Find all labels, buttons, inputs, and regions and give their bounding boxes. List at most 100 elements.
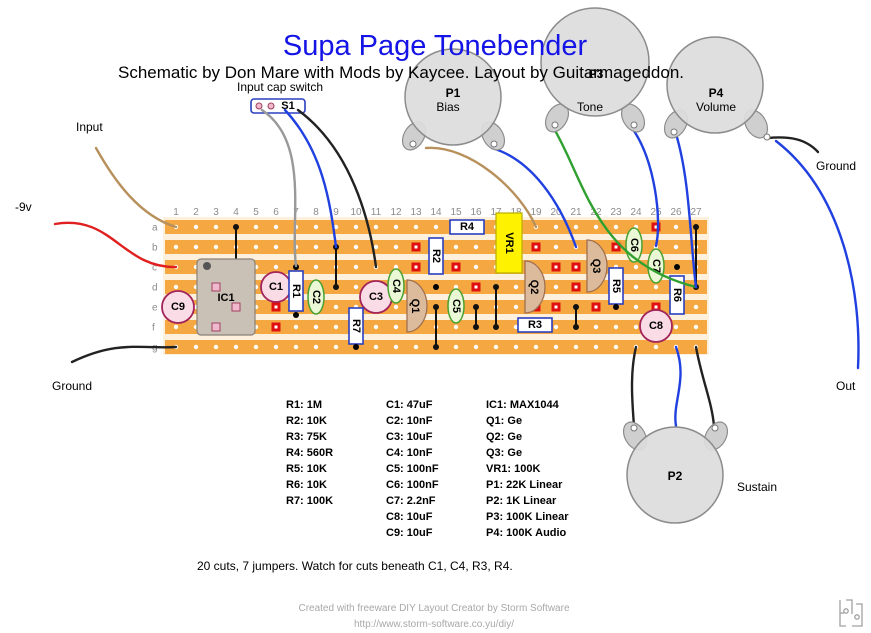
strip-hole <box>413 224 419 230</box>
pot-p3 <box>540 7 650 133</box>
capacitor-c1: C1 <box>260 271 292 303</box>
parts-list-item: C4: 10nF <box>386 447 433 459</box>
ic1-pin <box>231 302 241 312</box>
jumper-wire <box>573 304 579 330</box>
pot-lug-hole <box>763 133 771 141</box>
out-wire <box>774 139 860 370</box>
column-number-24: 24 <box>630 207 642 218</box>
board-components: IC1 C9 C1 C3 C8 C2 C4 C5 <box>161 212 685 350</box>
c1-label: C1 <box>269 281 283 293</box>
parts-list-item: R4: 560R <box>286 447 333 459</box>
track-cut <box>451 262 461 272</box>
pot-lug-hole <box>630 121 638 129</box>
track-cut <box>411 262 421 272</box>
strip-hole <box>553 284 559 290</box>
strip-hole <box>213 244 219 250</box>
strip-hole <box>673 244 679 250</box>
column-number-4: 4 <box>233 207 239 218</box>
parts-list-item: Q2: Ge <box>486 431 522 443</box>
track-cut <box>611 242 621 252</box>
parts-list-item: Q3: Ge <box>486 447 522 459</box>
row-letter-d: d <box>152 283 158 294</box>
track-cut-center <box>654 305 658 309</box>
jumper-wire <box>433 304 439 350</box>
track-cut-center <box>614 245 618 249</box>
vr1-label: VR1 <box>503 232 515 253</box>
strip-hole <box>333 344 339 350</box>
p1-id-label: P1 <box>446 86 461 100</box>
parts-list-item: P4: 100K Audio <box>486 527 567 539</box>
switch-blue-wire <box>283 108 338 249</box>
track-cut <box>571 282 581 292</box>
strip-hole <box>513 304 519 310</box>
column-number-9: 9 <box>333 207 339 218</box>
strip-hole <box>233 344 239 350</box>
solder-joint <box>433 344 439 350</box>
r4-label: R4 <box>460 221 475 233</box>
p3-name-label: Tone <box>577 100 603 114</box>
strip-hole <box>633 264 639 270</box>
strip-hole <box>173 284 179 290</box>
input-label: Input <box>76 120 103 134</box>
solder-joint <box>493 324 499 330</box>
r6-body <box>669 275 685 315</box>
c9-body <box>161 290 195 324</box>
strip-hole <box>693 304 699 310</box>
track-cut-center <box>574 265 578 269</box>
strip-hole <box>193 244 199 250</box>
strip-hole <box>533 344 539 350</box>
r3-label: R3 <box>528 319 542 331</box>
strip-hole <box>593 324 599 330</box>
strip-hole <box>553 324 559 330</box>
track-cut <box>651 302 661 312</box>
c5-label: C5 <box>450 299 462 313</box>
parts-list-item: C2: 10nF <box>386 415 433 427</box>
page-title: Supa Page Tonebender <box>283 30 588 62</box>
resistor-r4: R4 <box>449 219 485 235</box>
parts-list-item: Q1: Ge <box>486 415 522 427</box>
solder-joint <box>433 284 439 290</box>
input-cap-switch-label: Input cap switch <box>237 80 323 94</box>
parts-list-item: R5: 10K <box>286 463 327 475</box>
q3-body <box>586 239 608 293</box>
c4-label: C4 <box>390 279 402 294</box>
ground-right-label: Ground <box>816 159 856 173</box>
resistor-r5: R5 <box>608 267 624 305</box>
pot-lug-hole <box>490 140 498 148</box>
p1-name-label: Bias <box>436 100 459 114</box>
p2-id-label: P2 <box>668 469 683 483</box>
diy-logo-icon <box>839 599 863 627</box>
strip-hole <box>453 324 459 330</box>
trimmer-vr1: VR1 <box>495 212 523 274</box>
strip-hole <box>273 224 279 230</box>
r4-body <box>449 219 485 235</box>
ic1-pin <box>211 282 221 292</box>
switch-black-wire <box>296 108 378 269</box>
column-number-15: 15 <box>450 207 462 218</box>
strip-hole <box>453 284 459 290</box>
strip-hole <box>513 324 519 330</box>
capacitor-c8: C8 <box>639 309 673 343</box>
r2-label: R2 <box>430 249 442 263</box>
parts-list-item: R7: 100K <box>286 495 333 507</box>
r5-label: R5 <box>610 279 622 293</box>
strip-hole <box>193 344 199 350</box>
p4-body <box>666 36 764 134</box>
column-number-26: 26 <box>670 207 682 218</box>
column-number-12: 12 <box>390 207 402 218</box>
footer-url[interactable]: http://www.storm-software.co.yu/diy/ <box>354 619 514 630</box>
strip-hole <box>373 344 379 350</box>
switch-gray-wire <box>260 108 298 268</box>
parts-list-item: VR1: 100K <box>486 463 540 475</box>
parts-list-item: R1: 1M <box>286 399 322 411</box>
row-letter-f: f <box>152 323 155 334</box>
strip-hole <box>313 224 319 230</box>
strip-hole <box>253 344 259 350</box>
strip-hole <box>313 324 319 330</box>
strip-hole <box>393 304 399 310</box>
column-number-2: 2 <box>193 207 199 218</box>
c6-label: C6 <box>628 238 640 252</box>
r2-body <box>428 237 444 275</box>
